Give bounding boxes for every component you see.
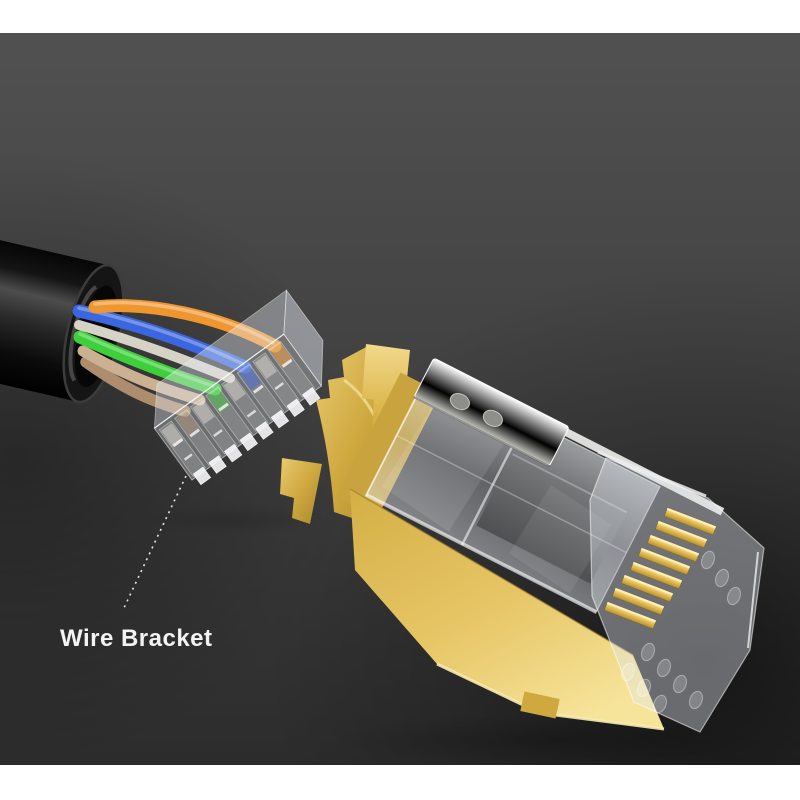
bracket-wire-channels [158, 340, 316, 478]
wire-orange-highlight [93, 300, 275, 345]
annotation-label: Wire Bracket [60, 625, 213, 652]
bracket-ridge-line [154, 333, 285, 429]
twisted-pair-wires [72, 299, 282, 417]
top-white-bar [0, 0, 800, 33]
glass-reflection [509, 484, 612, 594]
gold-pin [664, 507, 717, 535]
gold-pin [630, 561, 683, 589]
gold-pin [621, 574, 674, 602]
wire-green [73, 330, 222, 396]
cable-inner-liner [68, 285, 98, 382]
plate-top-edge [349, 488, 634, 656]
gold-pin [655, 520, 708, 548]
bracket-channel [158, 420, 206, 478]
wire-orange [88, 299, 282, 353]
gold-pin [647, 534, 700, 562]
bracket-channel [267, 340, 316, 398]
wire-blue [72, 304, 252, 374]
connector-clear-body [337, 358, 725, 615]
housing-right-edge [747, 551, 759, 649]
wire-brown [80, 356, 191, 417]
plate-tab [520, 691, 560, 719]
gold-pin [638, 547, 691, 575]
shield-lower-spike [280, 458, 322, 524]
latch-bumps [621, 550, 741, 714]
bracket-channel [236, 363, 285, 421]
gold-pin [612, 587, 665, 615]
shield-body-plate [349, 488, 665, 731]
housing-top-edge [597, 450, 707, 498]
rj45-connector [280, 344, 765, 733]
band-slot [449, 392, 470, 411]
bottom-white-bar [0, 765, 800, 800]
wire-end-stubs [192, 387, 321, 486]
pin-housing [589, 457, 765, 733]
wire-bracket [153, 289, 324, 486]
wire-green-highlight [78, 332, 215, 388]
bracket-shadow [140, 505, 330, 535]
bracket-channel [221, 374, 269, 432]
gold-pin [604, 601, 657, 629]
metal-top-band [413, 358, 569, 468]
wire-tan [77, 345, 206, 406]
band-slot [482, 409, 503, 427]
inner-dark-slab [476, 454, 627, 584]
connector-pin-section [589, 450, 765, 733]
connector-pins [604, 507, 717, 629]
crystal-edge [396, 434, 627, 554]
crystal-edge [366, 493, 598, 613]
slab-top-edge [512, 453, 628, 514]
wire-white-green [74, 320, 235, 383]
